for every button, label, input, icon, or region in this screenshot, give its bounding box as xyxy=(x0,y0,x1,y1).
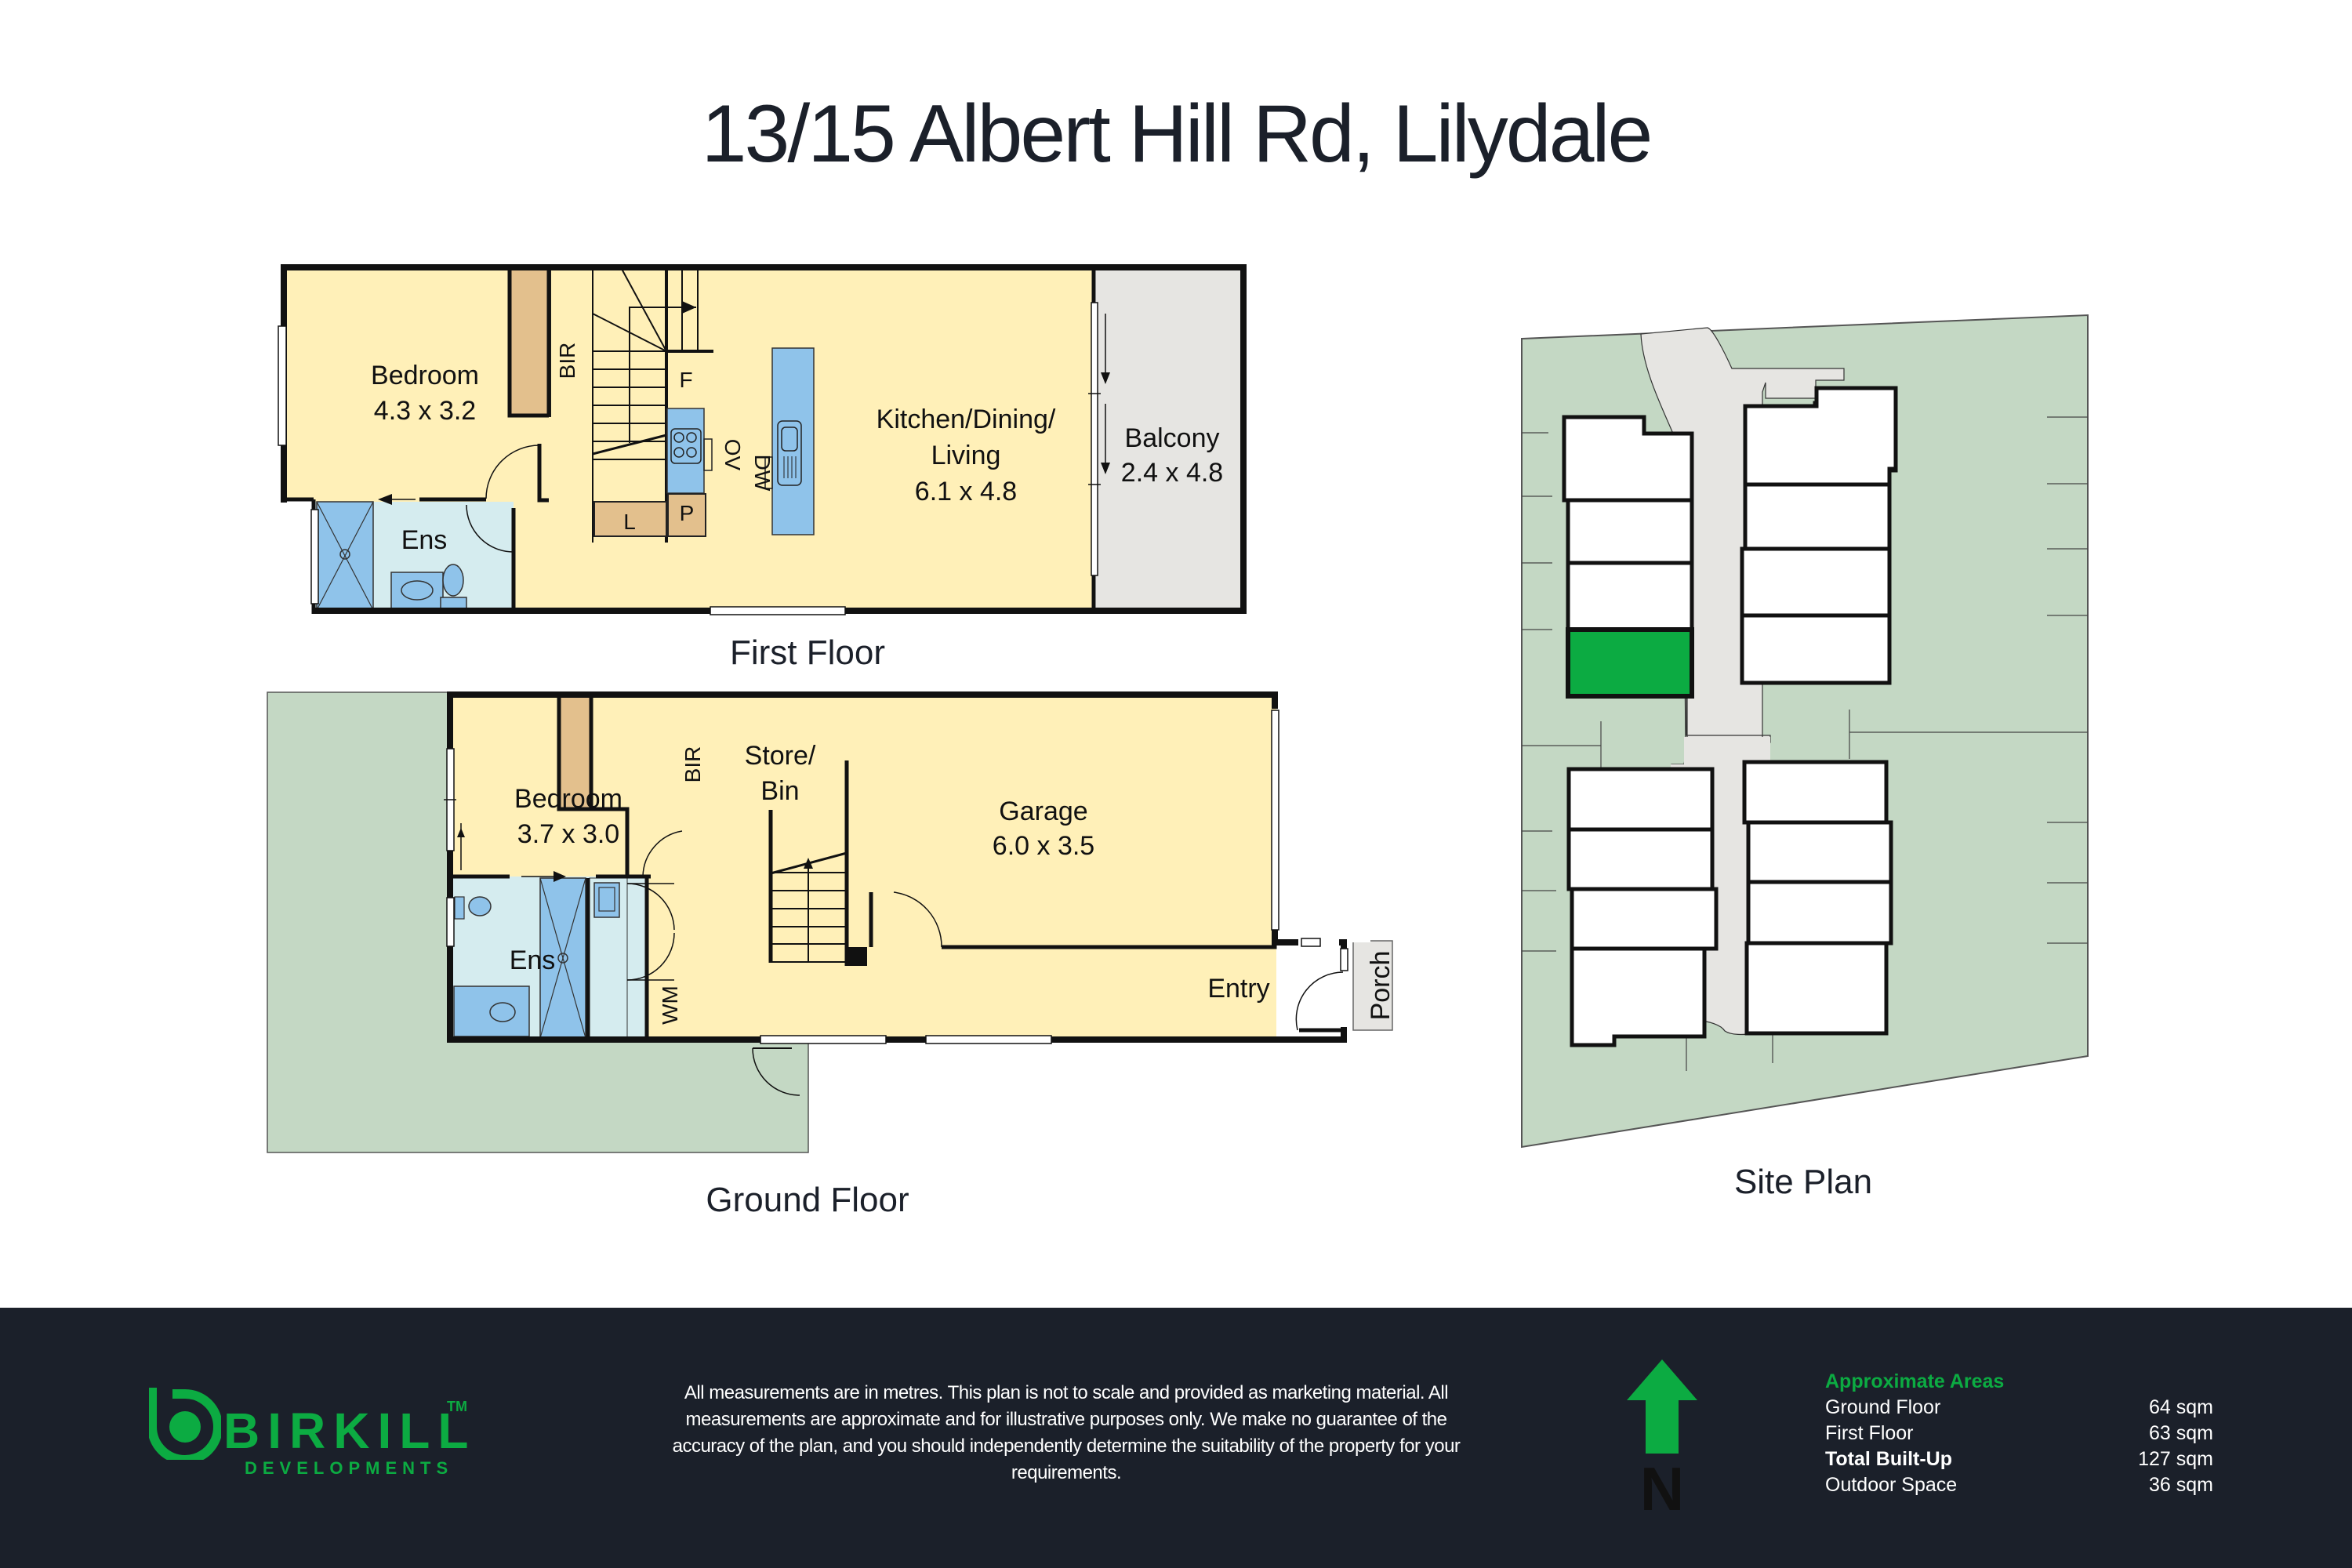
oven-label: OV xyxy=(720,439,745,471)
balcony-label: Balcony xyxy=(1125,423,1220,453)
balcony-area xyxy=(1096,269,1245,608)
logo-wordmark: BIRKILL xyxy=(223,1403,477,1459)
area-row: First Floor 63 sqm xyxy=(1825,1421,2213,1446)
logo-subtitle: DEVELOPMENTS xyxy=(245,1458,454,1478)
porch-area xyxy=(1352,940,1393,1031)
area-row: Ground Floor 64 sqm xyxy=(1825,1395,2213,1421)
area-label: First Floor xyxy=(1825,1422,1914,1444)
first-bedroom-label: Bedroom xyxy=(371,361,479,390)
fridge-label: F xyxy=(679,368,692,392)
first-floor-caption: First Floor xyxy=(730,633,885,672)
north-label: N xyxy=(1640,1454,1684,1516)
store-label-2: Bin xyxy=(760,776,799,806)
garage-dims: 6.0 x 3.5 xyxy=(993,831,1094,861)
area-row-total: Total Built-Up 127 sqm xyxy=(1825,1446,2213,1472)
entry-label: Entry xyxy=(1207,974,1269,1004)
disclaimer-text: All measurements are in metres. This pla… xyxy=(672,1382,1461,1483)
north-arrow-icon: N xyxy=(1627,1359,1697,1523)
area-label: Total Built-Up xyxy=(1825,1448,1952,1470)
floor-plan-drawing: Bedroom 4.3 x 3.2 BIR Ens F OV DW L P Ki… xyxy=(267,264,2089,1153)
area-value: 36 sqm xyxy=(2149,1474,2213,1496)
site-plan xyxy=(1521,314,2089,1149)
first-ensuite-label: Ens xyxy=(401,525,448,555)
kitchen-dims: 6.1 x 4.8 xyxy=(915,477,1017,506)
kitchen-label-2: Living xyxy=(931,441,1001,470)
approximate-areas-table: Approximate Areas Ground Floor 64 sqm Fi… xyxy=(1825,1369,2213,1498)
area-row: Outdoor Space 36 sqm xyxy=(1825,1472,2213,1498)
wm-label: WM xyxy=(658,985,682,1025)
ground-bedroom-label: Bedroom xyxy=(514,784,622,814)
kitchen-label-1: Kitchen/Dining/ xyxy=(877,405,1056,434)
store-label-1: Store/ xyxy=(745,741,816,771)
first-bir-label: BIR xyxy=(555,343,579,379)
page-title: 13/15 Albert Hill Rd, Lilydale xyxy=(701,89,1653,180)
logo-trademark: TM xyxy=(447,1399,467,1414)
birkill-b-icon xyxy=(149,1388,221,1460)
porch-label: Porch xyxy=(1366,951,1396,1021)
ground-bedroom-dims: 3.7 x 3.0 xyxy=(517,819,619,849)
ground-floor-caption: Ground Floor xyxy=(706,1181,909,1219)
ground-floor-plan: Bedroom 3.7 x 3.0 BIR Store/ Bin Garage … xyxy=(267,690,1396,1153)
first-floor-plan: Bedroom 4.3 x 3.2 BIR Ens F OV DW L P Ki… xyxy=(278,264,1247,617)
area-label: Ground Floor xyxy=(1825,1396,1941,1418)
dishwasher-label: DW xyxy=(750,455,775,492)
first-bedroom-dims: 4.3 x 3.2 xyxy=(374,396,476,426)
areas-heading: Approximate Areas xyxy=(1825,1370,2005,1392)
area-value: 63 sqm xyxy=(2149,1422,2213,1444)
balcony-dims: 2.4 x 4.8 xyxy=(1121,458,1223,488)
area-label: Outdoor Space xyxy=(1825,1474,1958,1496)
area-value: 127 sqm xyxy=(2138,1448,2213,1470)
laundry-label: L xyxy=(623,510,636,534)
ground-bir-label: BIR xyxy=(681,746,705,783)
area-value: 64 sqm xyxy=(2149,1396,2213,1418)
footer: BIRKILL TM DEVELOPMENTS All measurements… xyxy=(0,1308,2352,1568)
highlighted-unit xyxy=(1566,627,1694,699)
ground-ensuite-label: Ens xyxy=(510,946,556,975)
garage-label: Garage xyxy=(999,797,1087,826)
north-indicator: N xyxy=(1627,1359,1697,1523)
site-plan-caption: Site Plan xyxy=(1733,1163,1873,1201)
pantry-label: P xyxy=(680,501,695,525)
